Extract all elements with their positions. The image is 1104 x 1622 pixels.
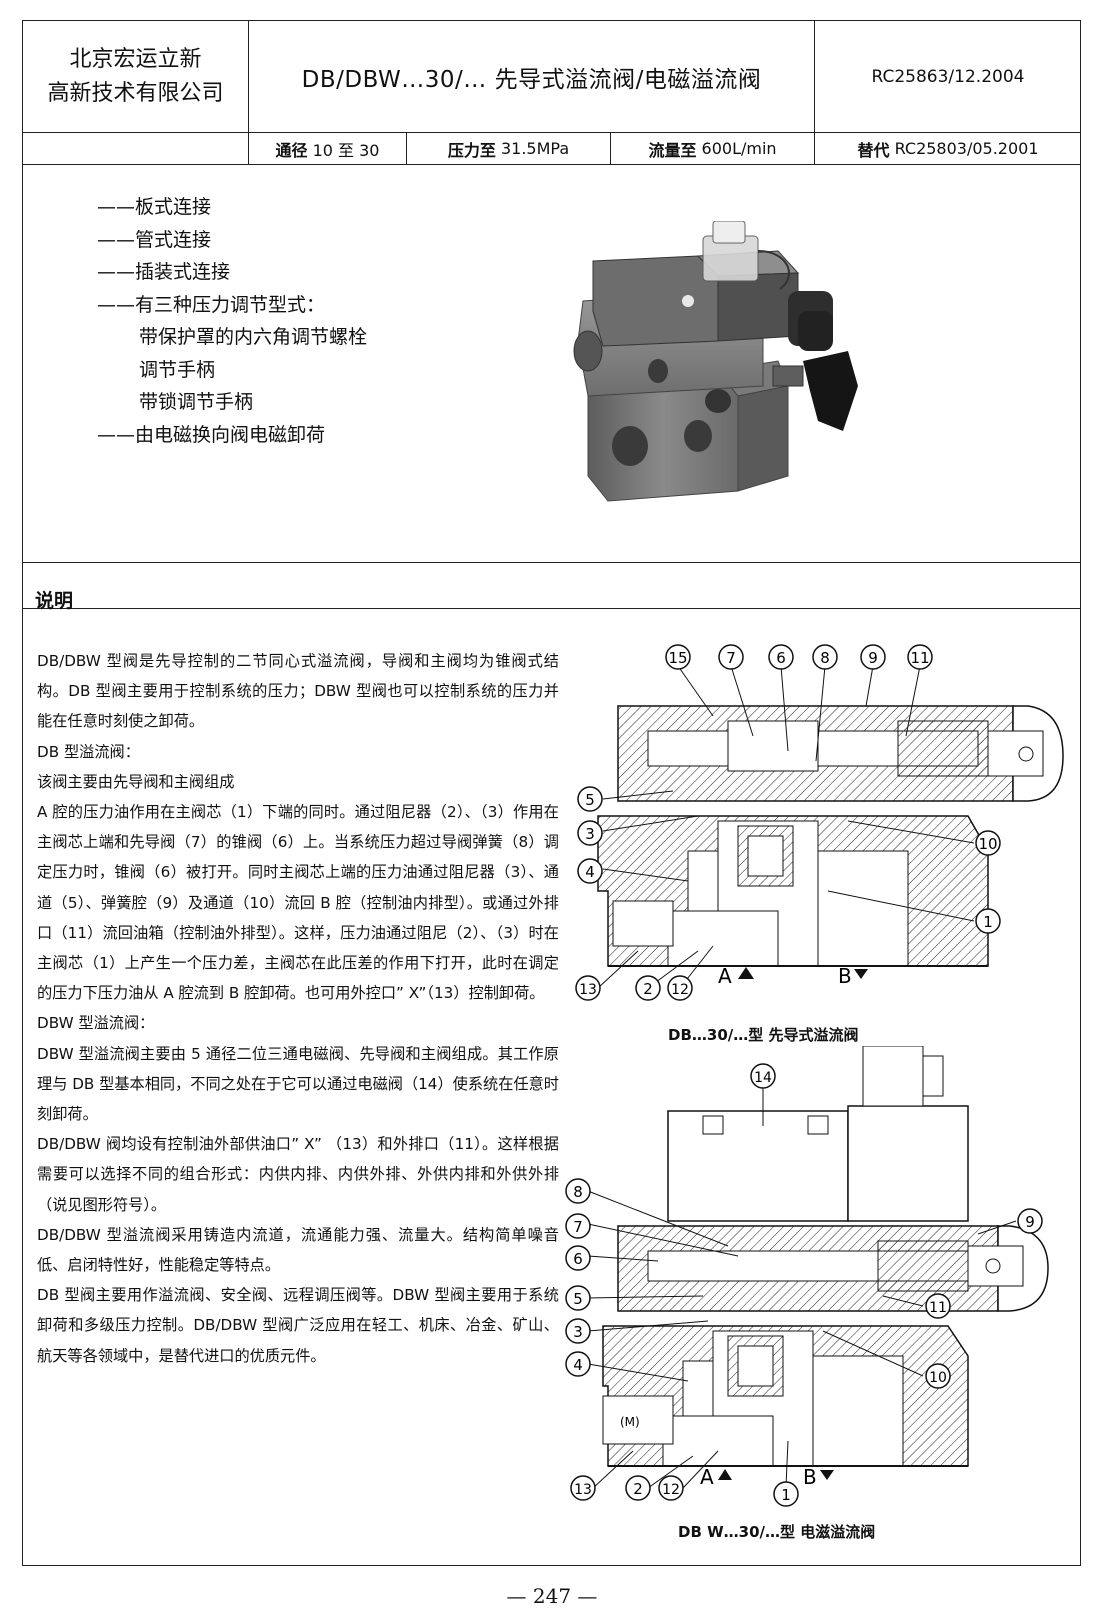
- document-title: DB/DBW…30/… 先导式溢流阀/电磁溢流阀: [301, 66, 762, 93]
- feature-item: ——管式连接: [97, 228, 212, 251]
- feature-item: ——插装式连接: [97, 261, 231, 283]
- document-code: RC25863/12.2004: [871, 66, 1025, 87]
- callout-label: 5: [573, 1290, 583, 1308]
- db-valve-section-diagram: 15 7 6 8 9 11 5 3 4 10 1 13 2 12 A B: [575, 644, 1064, 1001]
- callout-label: 12: [671, 982, 689, 998]
- callout-label: 6: [573, 1250, 583, 1268]
- callout-label: 4: [585, 863, 595, 881]
- callout-label: 6: [776, 649, 786, 667]
- port-b-label: B: [803, 1465, 817, 1489]
- callout-label: 15: [668, 649, 687, 667]
- description-paragraph: DB/DBW 阀均设有控制油外部供油口” X” （13）和外排口（11）。这样根…: [37, 1135, 559, 1214]
- callout-label: 3: [585, 825, 595, 843]
- feature-list: ——板式连接 ——管式连接 ——插装式连接 ——有三种压力调节型式： 带保护罩的…: [97, 191, 367, 451]
- description-paragraph: DBW 型溢流阀主要由 5 通径二位三通电磁阀、先导阀和主阀组成。其工作原理与 …: [37, 1044, 559, 1124]
- description: DB/DBW 型阀是先导控制的二节同心式溢流阀，导阀和主阀均为锥阀式结构。DB …: [37, 646, 559, 1371]
- callout-label: 10: [978, 835, 997, 853]
- dbw-valve-section-diagram: (M) 14 8 7 6 5 3 4 9 11 10 13: [565, 1046, 1049, 1507]
- callout-label: 11: [910, 649, 929, 667]
- callout-label: 2: [643, 980, 653, 998]
- header-row: [23, 21, 1080, 133]
- callout-label: 7: [726, 649, 736, 667]
- page-number: — 247 —: [506, 1584, 598, 1608]
- callout-label: 4: [573, 1356, 583, 1374]
- callout-label: 9: [1025, 1213, 1035, 1231]
- port-a-label: A: [718, 964, 732, 988]
- section-header-row: [23, 562, 1080, 609]
- port-a-label: A: [700, 1465, 714, 1489]
- company-name: 北京宏运立新 高新技术有限公司: [23, 21, 248, 132]
- callout-label: 8: [820, 649, 830, 667]
- diagram1-top-labels: 15 7 6 8 9 11: [665, 644, 933, 670]
- callout-label: 14: [754, 1070, 772, 1086]
- spec-flow: 流量至 600L/min: [648, 139, 777, 160]
- feature-item: ——由电磁换向阀电磁卸荷: [97, 423, 326, 446]
- callout-label: 10: [929, 1370, 947, 1386]
- spec-pressure: 压力至 31.5MPa: [447, 139, 570, 160]
- description-paragraph: DB 型阀主要用作溢流阀、安全阀、远程调压阀等。DBW 型阀主要用于系统卸荷和多…: [37, 1286, 559, 1365]
- section-title: 说明: [35, 590, 74, 612]
- callout-label: 13: [574, 1482, 592, 1498]
- product-area: [23, 164, 1080, 563]
- callout-label: 7: [573, 1218, 583, 1236]
- company-line-2: 高新技术有限公司: [47, 80, 224, 106]
- callout-label: 12: [662, 1482, 680, 1498]
- page-frame: 北京宏运立新 高新技术有限公司 DB/DBW…30/… 先导式溢流阀/电磁溢流阀…: [22, 20, 1081, 1566]
- feature-item: 调节手柄: [139, 358, 216, 381]
- description-paragraph: DB/DBW 型溢流阀采用铸造内流道，流通能力强、流量大。结构简单噪音低、启闭特…: [37, 1225, 559, 1275]
- callout-label: 1: [983, 913, 993, 931]
- spec-row: [23, 132, 1080, 165]
- callout-label: 11: [929, 1300, 947, 1316]
- feature-item: ——有三种压力调节型式：: [97, 293, 326, 316]
- description-paragraph: DB 型溢流阀：: [37, 742, 140, 761]
- callout-label: 13: [579, 982, 597, 998]
- description-paragraph: DB/DBW 型阀是先导控制的二节同心式溢流阀，导阀和主阀均为锥阀式结构。DB …: [37, 652, 559, 731]
- callout-label: 2: [633, 1480, 643, 1498]
- spec-replaces: 替代 RC25803/05.2001: [857, 139, 1039, 160]
- description-paragraph: 该阀主要由先导阀和主阀组成: [37, 772, 235, 791]
- spec-diameter: 通径 10 至 30: [275, 140, 380, 160]
- company-line-1: 北京宏运立新: [69, 46, 202, 72]
- feature-item: ——板式连接: [97, 196, 212, 218]
- description-paragraph: A 腔的压力油作用在主阀芯（1）下端的同时。通过阻尼器（2）、（3）作用在主阀芯…: [37, 803, 559, 1003]
- product-photo: [573, 221, 858, 502]
- callout-label: 9: [868, 649, 878, 667]
- callout-label: 5: [585, 791, 595, 809]
- plug-mark: (M): [620, 1415, 640, 1429]
- callout-label: 8: [573, 1183, 583, 1201]
- diagram1-caption: DB…30/…型 先导式溢流阀: [668, 1026, 859, 1044]
- callout-label: 3: [573, 1323, 583, 1341]
- diagram2-caption: DB W…30/…型 电滋溢流阀: [678, 1523, 876, 1541]
- port-b-label: B: [838, 964, 852, 988]
- feature-item: 带保护罩的内六角调节螺栓: [139, 326, 368, 348]
- feature-item: 带锁调节手柄: [139, 391, 254, 413]
- callout-label: 1: [781, 1486, 791, 1504]
- description-paragraph: DBW 型溢流阀：: [37, 1014, 155, 1033]
